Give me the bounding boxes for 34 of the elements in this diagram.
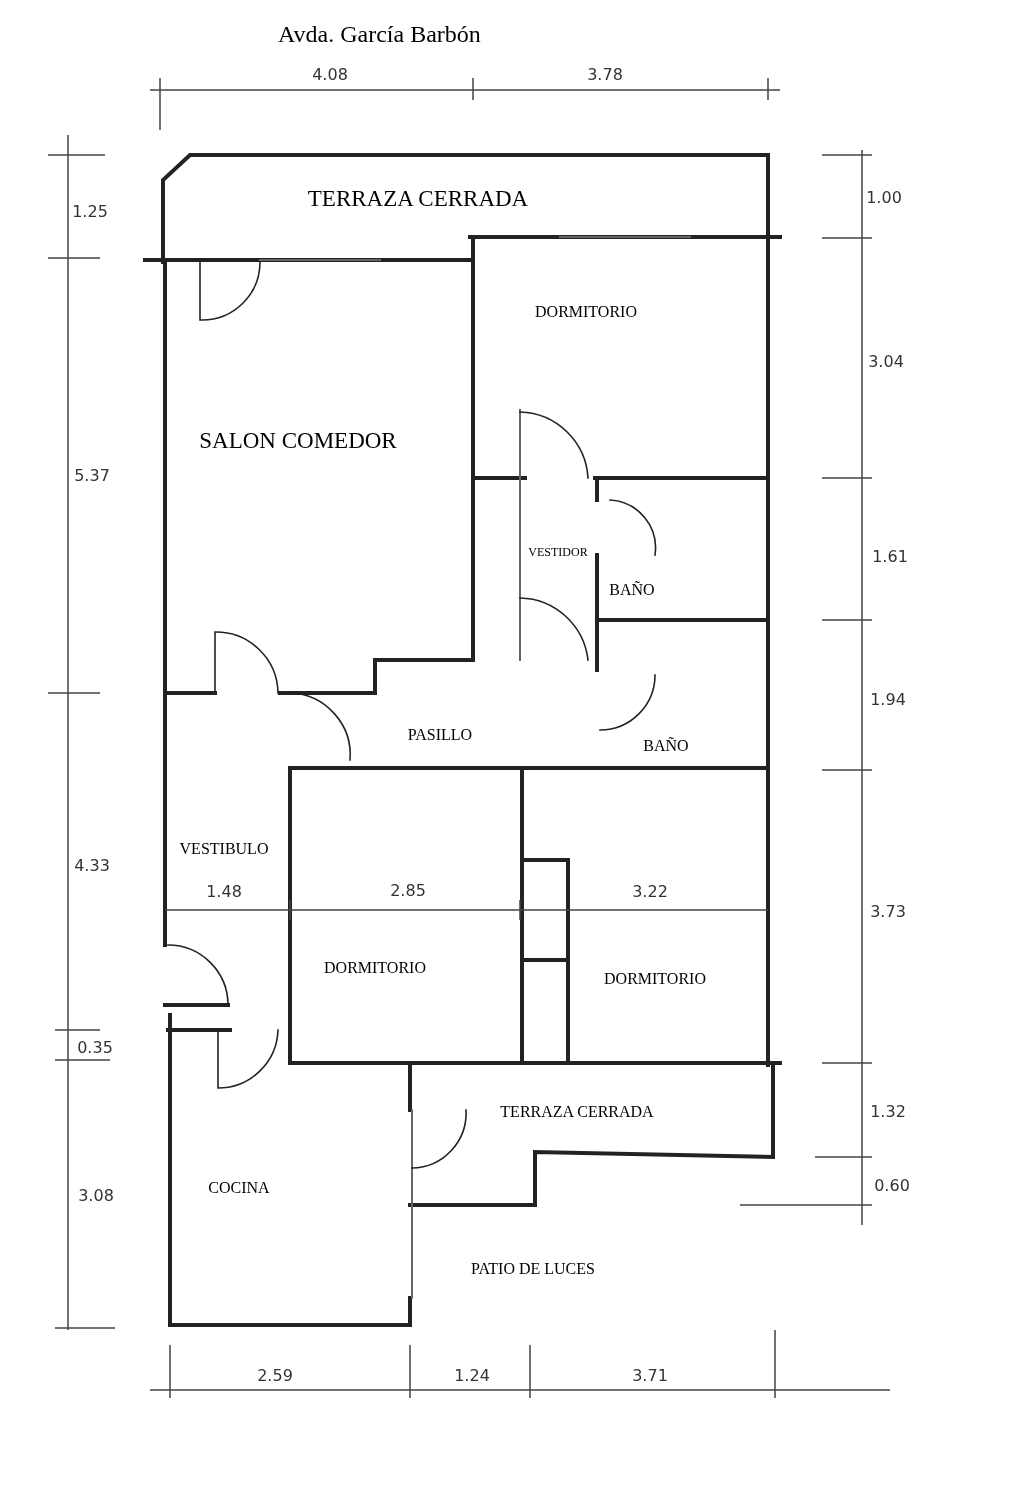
room-label: BAÑO xyxy=(609,582,655,598)
dimension-label: 1.32 xyxy=(870,1104,906,1120)
dimension-label: 1.24 xyxy=(454,1368,490,1384)
dimension-label: 3.73 xyxy=(870,904,906,920)
room-label: VESTIDOR xyxy=(528,546,588,558)
dimension-label: 2.59 xyxy=(257,1368,293,1384)
room-label: DORMITORIO xyxy=(324,960,426,976)
dimension-label: 3.71 xyxy=(632,1368,668,1384)
room-label: SALON COMEDOR xyxy=(199,428,397,452)
room-label: DORMITORIO xyxy=(535,304,637,320)
room-label: BAÑO xyxy=(643,738,689,754)
dimension-label: 5.37 xyxy=(74,468,110,484)
dimension-label: 3.08 xyxy=(78,1188,114,1204)
dimension-label: 4.33 xyxy=(74,858,110,874)
dimension-label: 0.60 xyxy=(874,1178,910,1194)
room-label: PASILLO xyxy=(407,727,473,743)
room-label: COCINA xyxy=(208,1180,270,1196)
dimension-label: 1.00 xyxy=(866,190,902,206)
dimension-label: 3.78 xyxy=(587,67,623,83)
dimension-label: 1.25 xyxy=(72,204,108,220)
dimension-label: 2.85 xyxy=(390,883,426,899)
dimension-label: 0.35 xyxy=(77,1040,113,1056)
room-label: PATIO DE LUCES xyxy=(471,1261,595,1277)
room-label: TERRAZA CERRADA xyxy=(500,1104,654,1120)
dimension-label: 1.94 xyxy=(870,692,906,708)
dimension-label: 1.48 xyxy=(206,884,242,900)
room-label: VESTIBULO xyxy=(179,841,269,857)
room-label: TERRAZA CERRADA xyxy=(307,186,529,210)
room-label: DORMITORIO xyxy=(604,971,706,987)
dimension-label: 3.22 xyxy=(632,884,668,900)
dimension-label: 3.04 xyxy=(868,354,904,370)
dimension-label: 1.61 xyxy=(872,549,908,565)
street-name: Avda. García Barbón xyxy=(278,20,481,49)
dimension-label: 4.08 xyxy=(312,67,348,83)
